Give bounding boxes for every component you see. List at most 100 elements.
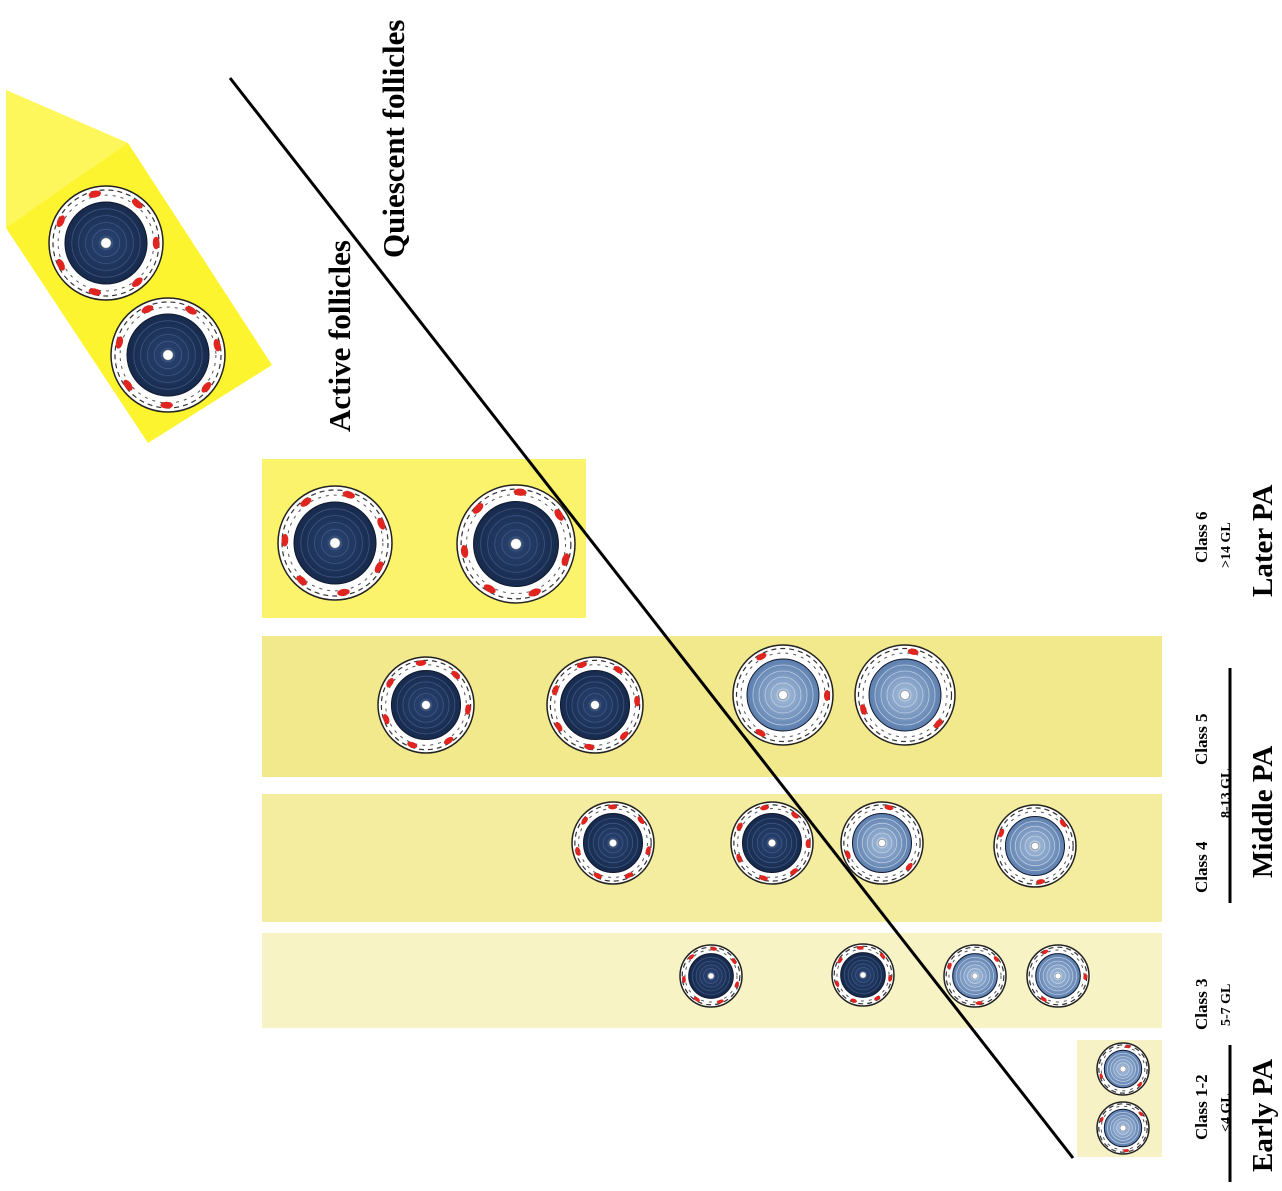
- blood-vessel: [837, 957, 843, 964]
- quiescent-follicle: [854, 644, 956, 746]
- blood-vessel: [593, 872, 602, 879]
- blood-vessel: [888, 974, 892, 982]
- blood-vessel: [734, 981, 739, 988]
- blood-vessel: [576, 661, 588, 669]
- blood-vessel: [460, 545, 469, 558]
- blood-vessel: [281, 534, 289, 547]
- blood-vessel: [160, 401, 173, 409]
- class-1-2-range: <4 GL: [1219, 1093, 1234, 1132]
- blood-vessel: [88, 190, 101, 198]
- blood-vessel: [1099, 1116, 1104, 1123]
- active-follicle: [48, 185, 164, 301]
- active-follicle: [456, 484, 576, 604]
- blood-vessel: [451, 670, 460, 680]
- active-follicle: [831, 943, 895, 1007]
- blood-vessel: [528, 588, 541, 597]
- blood-vessel: [845, 850, 851, 860]
- blood-vessel: [907, 648, 919, 655]
- blood-vessel: [483, 584, 496, 594]
- active-follicles-header: Active follicles: [322, 240, 357, 432]
- blood-vessel: [337, 588, 350, 596]
- blood-vessel: [1036, 879, 1046, 885]
- blood-vessel: [575, 846, 581, 856]
- blood-vessel: [884, 805, 894, 811]
- blood-vessel: [835, 980, 840, 987]
- blood-vessel: [377, 517, 386, 530]
- blood-vessel: [758, 875, 768, 881]
- blood-vessel: [608, 804, 618, 810]
- blood-vessel: [152, 236, 160, 250]
- blood-vessel: [584, 743, 595, 750]
- blood-vessel: [975, 1001, 983, 1005]
- active-follicle: [110, 297, 226, 413]
- blood-vessel: [1123, 1149, 1130, 1153]
- top-yellow-panel-shade: [6, 90, 128, 228]
- blood-vessel: [382, 714, 390, 725]
- active-follicle: [730, 801, 814, 885]
- blood-vessel: [947, 962, 952, 970]
- blood-vessel: [465, 704, 471, 715]
- quiescent-follicle: [732, 644, 834, 746]
- follicle-group: [48, 185, 1150, 1155]
- middle-pa-label: Middle PA: [1247, 746, 1279, 878]
- blood-vessel: [790, 868, 798, 875]
- early-pa-label: Early PA: [1247, 1059, 1279, 1172]
- blood-vessel: [682, 976, 686, 983]
- blood-vessel: [613, 665, 623, 674]
- quiescent-follicle: [943, 944, 1007, 1008]
- class-6-range: >14 GL: [1219, 522, 1234, 568]
- blood-vessel: [555, 721, 563, 732]
- blood-vessel: [693, 996, 700, 1002]
- blood-vessel: [56, 215, 65, 228]
- class-3-range: 5-7 GL: [1219, 984, 1234, 1026]
- blood-vessel: [637, 816, 645, 825]
- blood-vessel: [756, 652, 767, 661]
- blood-vessel: [407, 741, 418, 749]
- blood-vessel: [1137, 1081, 1143, 1087]
- blood-vessel: [213, 338, 221, 352]
- blood-vessel: [998, 828, 1005, 838]
- active-follicle: [377, 656, 475, 754]
- blood-vessel: [736, 853, 743, 863]
- blood-vessel: [131, 199, 143, 209]
- blood-vessel: [860, 704, 867, 715]
- active-follicle: [679, 944, 743, 1008]
- blood-vessel: [760, 805, 770, 811]
- blood-vessel: [619, 731, 629, 740]
- blood-vessel: [1138, 1111, 1144, 1117]
- quiescent-follicle: [840, 801, 924, 885]
- blood-vessel: [131, 277, 143, 287]
- blood-vessel: [755, 729, 766, 737]
- blood-vessel: [874, 995, 881, 1001]
- blood-vessel: [823, 689, 830, 701]
- blood-vessel: [1083, 973, 1088, 981]
- blood-vessel: [201, 382, 212, 393]
- blood-vessel: [123, 379, 133, 391]
- blood-vessel: [850, 998, 857, 1003]
- blood-vessel: [185, 306, 197, 315]
- blood-vessel: [731, 958, 737, 965]
- later-pa-label: Later PA: [1247, 484, 1279, 597]
- blood-vessel: [1059, 819, 1067, 828]
- blood-vessel: [736, 822, 743, 831]
- blood-vessel: [296, 575, 307, 586]
- blood-vessel: [710, 946, 718, 951]
- blood-vessel: [88, 288, 101, 296]
- blood-vessel: [115, 336, 124, 349]
- blood-vessel: [300, 497, 312, 507]
- class-6-label: Class 6: [1192, 512, 1211, 563]
- blood-vessel: [934, 719, 943, 729]
- blood-vessel: [791, 811, 799, 819]
- blood-vessel: [856, 945, 864, 950]
- blood-vessel: [513, 488, 527, 496]
- blood-vessel: [993, 956, 999, 962]
- blood-vessel: [56, 258, 65, 271]
- class-5-label: Class 5: [1192, 714, 1211, 765]
- blood-vessel: [717, 999, 724, 1004]
- blood-vessel: [634, 695, 640, 707]
- blood-vessel: [905, 862, 913, 871]
- blood-vessel: [561, 553, 570, 566]
- blood-vessel: [386, 677, 394, 688]
- blood-vessel: [624, 872, 634, 879]
